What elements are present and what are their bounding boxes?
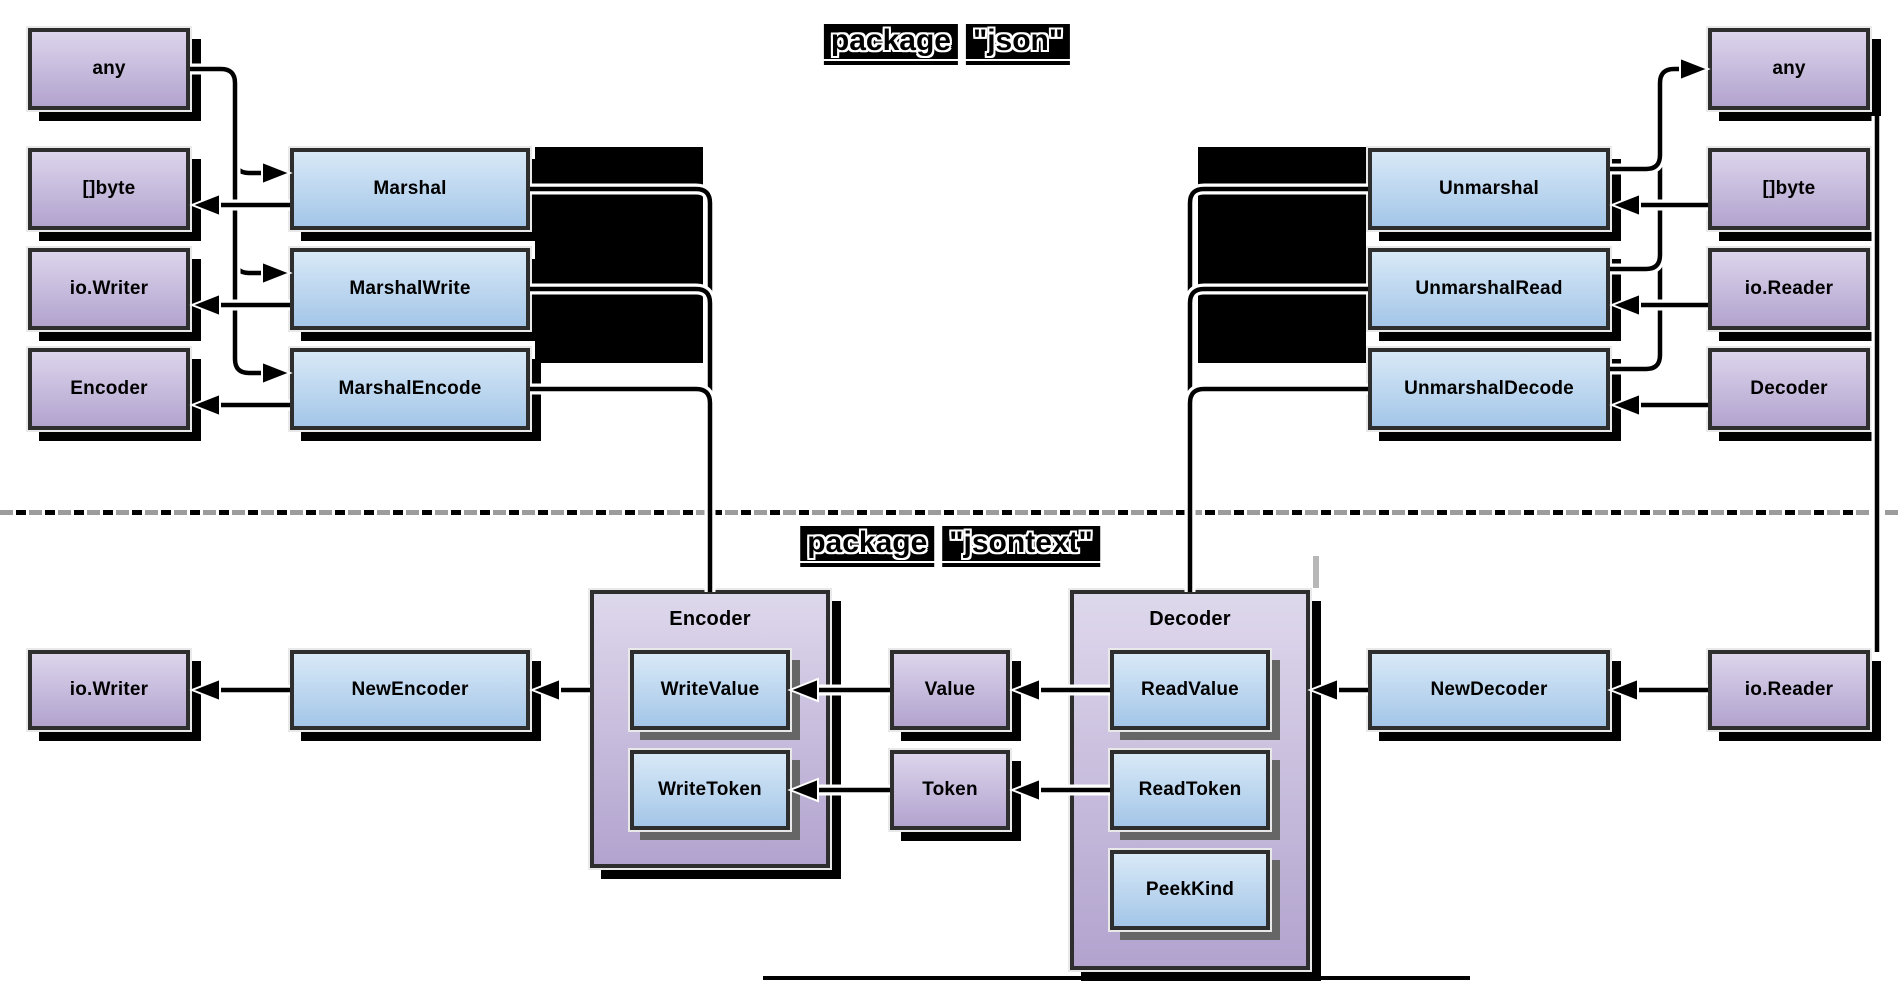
section-title-json: package"json" [820, 24, 1074, 65]
title-word-package: package [823, 24, 958, 59]
node-bytes-left: []byte [28, 148, 190, 230]
connector-newdecoder-to-decoder [1307, 677, 1368, 703]
node-ioreader-top: io.Reader [1708, 248, 1870, 330]
node-newencoder: NewEncoder [290, 650, 530, 730]
title-word: package [800, 526, 935, 567]
connector-marshal-funcs-to-encoder [530, 183, 716, 592]
connector-unmarshal-funcs-to-any [1610, 56, 1711, 375]
node-readvalue: ReadValue [1110, 650, 1270, 730]
package-separator-dashed-line [0, 510, 1900, 515]
node-newdecoder: NewDecoder [1368, 650, 1610, 730]
connector-encoder-to-newencoder [529, 677, 590, 703]
container-decoder-title: Decoder [1149, 608, 1231, 630]
node-any-right: any [1708, 28, 1870, 110]
node-iowriter-top: io.Writer [28, 248, 190, 330]
node-encoder-type: Encoder [28, 348, 190, 430]
title-word: "json" [965, 24, 1071, 65]
node-ioreader-bottom: io.Reader [1708, 650, 1870, 730]
black-block-left [535, 147, 703, 363]
container-encoder-title: Encoder [669, 608, 751, 630]
title-word: "jsontext" [942, 526, 1100, 567]
node-unmarshaldecode: UnmarshalDecode [1368, 348, 1610, 430]
node-peekkind: PeekKind [1110, 850, 1270, 930]
title-word-package: package [800, 526, 935, 561]
gray-line-artifact [1313, 556, 1319, 588]
connector-ioreader-to-newdecoder [1607, 677, 1708, 703]
node-value: Value [890, 650, 1010, 730]
section-title-jsontext: package"jsontext" [796, 526, 1104, 567]
node-token: Token [890, 750, 1010, 830]
node-marshalwrite: MarshalWrite [290, 248, 530, 330]
connector-unmarshal-inputs [1609, 192, 1708, 418]
node-writetoken: WriteToken [630, 750, 790, 830]
node-bytes-right: []byte [1708, 148, 1870, 230]
node-readtoken: ReadToken [1110, 750, 1270, 830]
node-iowriter-bottom: io.Writer [28, 650, 190, 730]
title-word-jsontext: "jsontext" [942, 526, 1100, 561]
connector-unmarshal-funcs-to-decoder [1184, 183, 1368, 592]
node-any-left: any [28, 28, 190, 110]
title-word: package [823, 24, 958, 65]
node-marshal: Marshal [290, 148, 530, 230]
node-writevalue: WriteValue [630, 650, 790, 730]
black-block-right [1198, 147, 1366, 363]
connector-any-to-marshal-funcs [190, 63, 293, 386]
connector-newencoder-to-iowriter [189, 677, 290, 703]
node-unmarshal: Unmarshal [1368, 148, 1610, 230]
node-unmarshalread: UnmarshalRead [1368, 248, 1610, 330]
title-word-json: "json" [965, 24, 1071, 59]
node-decoder-type: Decoder [1708, 348, 1870, 430]
connector-marshal-outputs [189, 192, 290, 418]
node-marshalencode: MarshalEncode [290, 348, 530, 430]
